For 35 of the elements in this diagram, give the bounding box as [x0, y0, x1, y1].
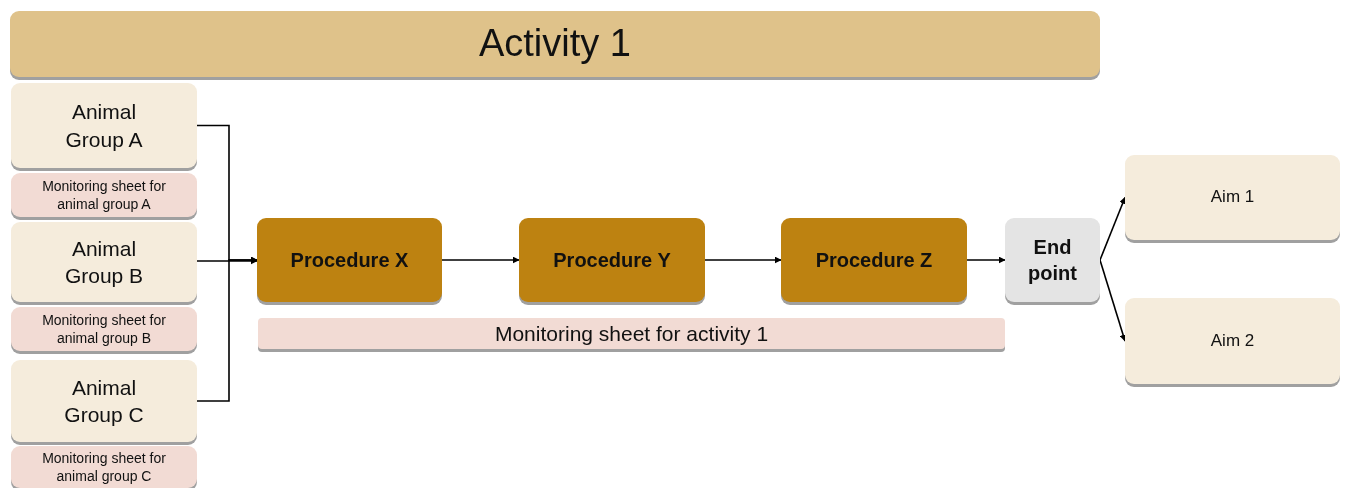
procedure-box [257, 218, 442, 302]
arrow [1099, 196, 1126, 261]
node-label: End point [1027, 235, 1078, 286]
node-label: Monitoring sheet for animal group B [41, 310, 167, 348]
endpoint-box [1005, 218, 1100, 302]
node-label: Aim 1 [1210, 186, 1255, 209]
arrow [966, 256, 1006, 264]
group-box [11, 83, 197, 168]
sheet-box [11, 173, 197, 217]
aim-box [1125, 298, 1340, 384]
procedure-box [781, 218, 967, 302]
sheet-box [11, 446, 197, 488]
node-label: Aim 2 [1210, 329, 1255, 352]
title-banner [10, 11, 1100, 77]
group-box [11, 360, 197, 442]
node-label: Monitoring sheet for animal group A [41, 176, 167, 214]
sheet-box [11, 307, 197, 351]
node-label: Procedure X [290, 248, 409, 273]
aim-box [1125, 155, 1340, 240]
arrow [704, 256, 782, 264]
node-label: Monitoring sheet for animal group C [41, 448, 167, 486]
node-label: Monitoring sheet for activity 1 [494, 320, 769, 347]
node-label: Animal Group B [63, 235, 145, 289]
sheet-bar [258, 318, 1005, 349]
node-label: Animal Group C [63, 374, 145, 428]
arrow [1099, 259, 1127, 342]
node-label: Procedure Y [553, 248, 671, 273]
group-box [11, 222, 197, 302]
node-label: Animal Group A [64, 99, 144, 153]
node-label: Activity 1 [478, 21, 631, 67]
procedure-box [519, 218, 705, 302]
arrow [196, 256, 258, 402]
arrow [441, 256, 520, 264]
arrow [196, 257, 258, 265]
node-label: Procedure Z [815, 248, 933, 273]
